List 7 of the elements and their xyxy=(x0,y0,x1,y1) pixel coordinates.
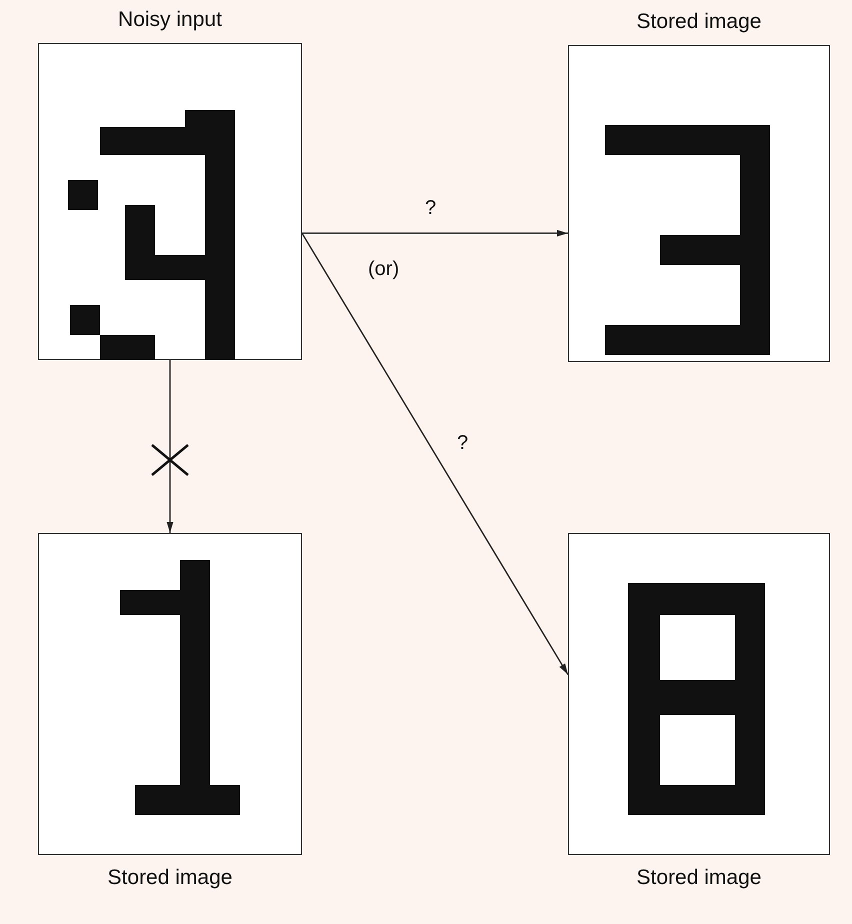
image-caption: Stored image xyxy=(636,866,762,890)
arrow xyxy=(302,230,568,237)
image-caption: Stored image xyxy=(636,10,762,34)
image-caption: Stored image xyxy=(106,866,234,890)
arrow xyxy=(301,232,569,676)
image-caption: Noisy input xyxy=(117,8,223,32)
arrow xyxy=(166,360,174,533)
